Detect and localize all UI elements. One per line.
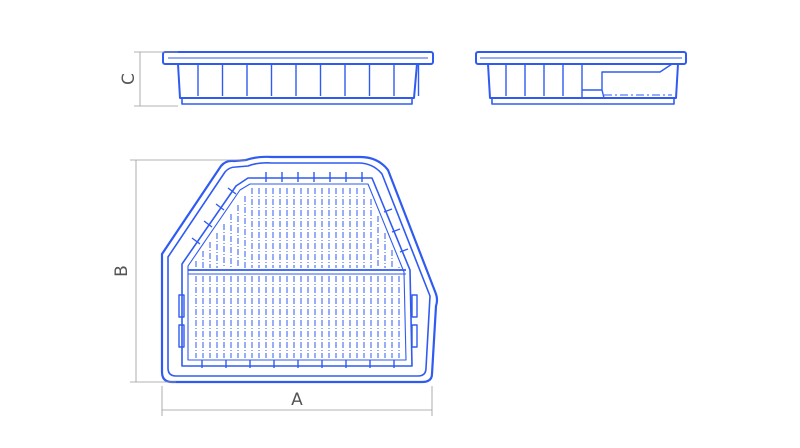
- frame-tick-diagonal-right: [391, 228, 401, 233]
- side-right-body: [487, 63, 679, 99]
- top-inner-frame: [181, 177, 413, 367]
- side-right-ribs: [505, 64, 564, 96]
- side-left-rim: [162, 51, 434, 65]
- frame-tick-diagonal: [227, 187, 237, 195]
- frame-ticks: [191, 172, 409, 368]
- clip-left-2: [178, 324, 185, 348]
- clip-right-1: [411, 294, 418, 318]
- frame-tick-diagonal-right: [383, 208, 393, 213]
- top-outer-outline-2: [167, 162, 431, 377]
- frame-tick-diagonal: [215, 203, 225, 211]
- dim-b-label: B: [112, 265, 132, 277]
- side-view-right: [475, 51, 687, 105]
- side-right-rim: [475, 51, 687, 65]
- clip-right-2: [411, 324, 418, 348]
- side-left-base: [181, 98, 413, 105]
- top-view: [160, 155, 439, 384]
- side-left-body: [177, 63, 418, 99]
- top-inner-frame-2: [187, 183, 407, 361]
- dim-a-label: A: [291, 390, 303, 410]
- side-left-ribs: [197, 64, 420, 96]
- filter-pleats: [195, 188, 400, 358]
- frame-tick-diagonal: [203, 220, 213, 228]
- frame-tick-diagonal-right: [399, 248, 409, 253]
- top-outer-outline: [160, 155, 439, 384]
- clip-left-1: [178, 294, 185, 318]
- dimension-a: A: [161, 386, 433, 416]
- side-right-base: [491, 98, 675, 105]
- dim-c-label: C: [119, 73, 139, 85]
- dimension-b: B: [112, 159, 246, 383]
- side-right-pocket: [581, 63, 673, 99]
- side-view-left: [162, 51, 434, 105]
- dimension-c: C: [119, 51, 178, 107]
- frame-tick-diagonal: [191, 237, 201, 245]
